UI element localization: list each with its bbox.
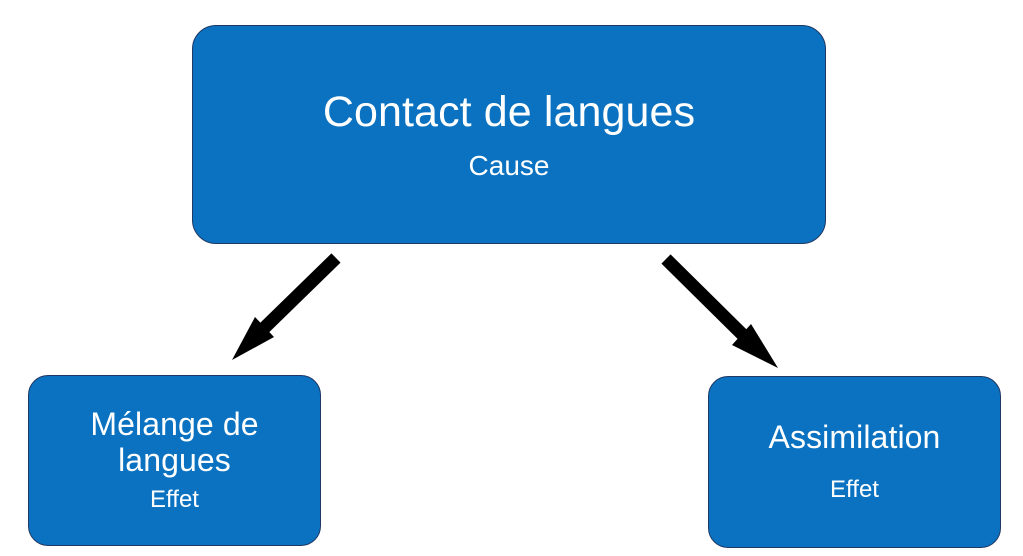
node-effect-right-subtitle: Effet (830, 476, 879, 504)
arrow-cause-to-assimilation (661, 254, 778, 368)
node-melange-de-langues[interactable]: Mélange de langues Effet (28, 375, 321, 546)
node-assimilation[interactable]: Assimilation Effet (708, 376, 1001, 548)
arrow-cause-to-melange (232, 253, 341, 360)
node-cause-title: Contact de langues (322, 87, 696, 136)
node-effect-left-subtitle: Effet (150, 485, 199, 513)
node-cause-subtitle: Cause (468, 149, 550, 181)
node-effect-left-title: Mélange de langues (90, 406, 259, 479)
node-effect-right-title: Assimilation (768, 418, 941, 455)
node-contact-de-langues[interactable]: Contact de langues Cause (192, 25, 826, 244)
